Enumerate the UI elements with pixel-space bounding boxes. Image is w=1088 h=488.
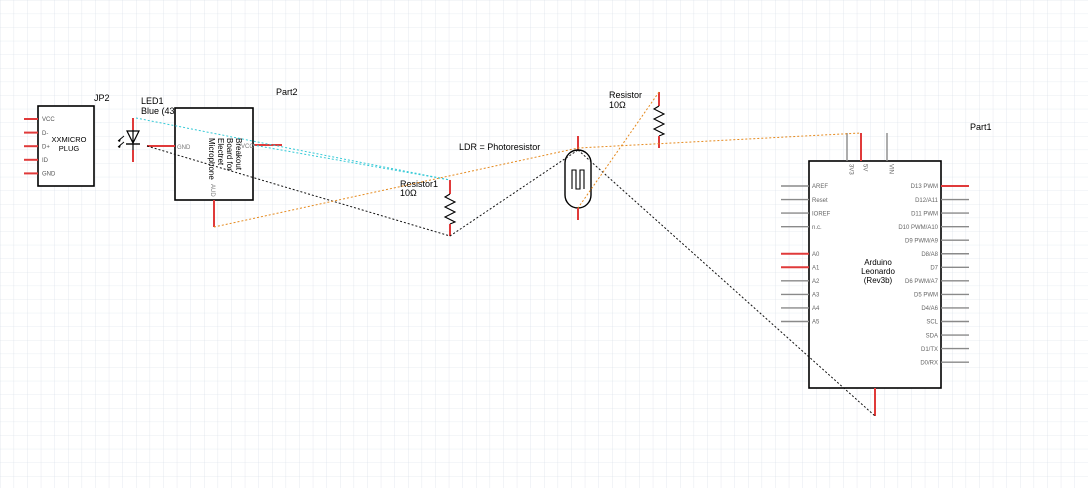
arduino-right-pin-label: D8/A8	[921, 252, 938, 258]
arduino-left-pin-label: n.c.	[812, 225, 822, 231]
arduino-right-pin-label: SCL	[926, 320, 938, 326]
resistor-top-component[interactable]: Resistor 10Ω	[609, 90, 666, 148]
jp2-pin-label: D-	[42, 131, 48, 137]
jp2-pin-label: GND	[42, 172, 56, 178]
part2-title-line1: Breakout	[234, 138, 243, 171]
wires	[135, 91, 876, 417]
part2-ref-label: Part2	[276, 87, 298, 97]
jp2-name-line2: PLUG	[59, 144, 80, 153]
led1-ref-label: LED1	[141, 96, 164, 106]
arduino-right-pin-label: D9 PWM/A9	[905, 238, 939, 244]
arduino-right-pin-label: D11 PWM	[911, 211, 938, 217]
part2-pin-gnd-label: GND	[177, 145, 191, 151]
arduino-left-pin-label: A5	[812, 320, 820, 326]
arduino-left-pin-label: A3	[812, 293, 820, 299]
wire-aud-5v-orange[interactable]	[213, 132, 862, 228]
arduino-ref-label: Part1	[970, 122, 992, 132]
arduino-top-pin-label: 3V3	[848, 164, 854, 175]
wire-vcc-resistor1-cyan[interactable]	[252, 144, 451, 181]
resistor1-component[interactable]: Resistor1 10Ω	[400, 179, 457, 236]
arduino-left-pin-label: Reset	[812, 198, 828, 204]
arduino-right-pin-label: D5 PWM	[914, 293, 938, 299]
arduino-right-pin-label: D0/RX	[920, 360, 938, 366]
photoresistor-icon	[571, 169, 585, 190]
arduino-left-pin-label: A0	[812, 252, 820, 258]
part2-component[interactable]: Part2 Breakout Board for Electret Microp…	[147, 87, 298, 227]
part2-body	[174, 107, 254, 201]
jp2-pin-label: D+	[42, 144, 50, 150]
arduino-right-pin-label: D4/A6	[921, 306, 938, 312]
wire-gnd-ldr-black[interactable]	[146, 145, 579, 237]
part2-pin-vcc-label: VCC	[241, 144, 254, 150]
resistor1-zigzag-icon	[443, 193, 457, 225]
arduino-right-pin-label: D10 PWM/A10	[898, 225, 938, 231]
led1-component[interactable]: LED1 Blue (430nm)	[117, 96, 195, 162]
jp2-component[interactable]: JP2 VCC D- D+ ID GND XXMICRO PLUG	[24, 93, 110, 187]
wire-ldr-arduino-gnd-black[interactable]	[577, 149, 876, 417]
arduino-left-pin-label: AREF	[812, 184, 828, 190]
arduino-left-pin-label: A2	[812, 279, 820, 285]
arduino-top-pin-label: VIN	[888, 164, 894, 174]
arduino-body	[808, 160, 942, 389]
resistor1-ref-label: Resistor1	[400, 179, 438, 189]
jp2-body	[37, 105, 95, 187]
arduino-left-pin-label: IOREF	[812, 211, 831, 217]
led-symbol-icon	[117, 118, 140, 162]
arduino-right-pin-label: D13 PWM	[911, 184, 938, 190]
arduino-top-pin-label: 5V	[862, 164, 868, 171]
wire-led-resistor1-cyan[interactable]	[135, 117, 451, 181]
part2-title-line4: Microphone	[207, 138, 216, 180]
arduino-title-line3: (Rev3b)	[864, 276, 893, 285]
arduino-right-pin-label: D1/TX	[921, 347, 938, 353]
part2-title: Breakout Board for Electret Microphone	[207, 138, 243, 180]
arduino-right-pin-label: SDA	[926, 333, 938, 339]
jp2-ref-label: JP2	[94, 93, 110, 103]
jp2-pin-label: VCC	[42, 117, 55, 123]
arduino-title-line1: Arduino	[864, 258, 892, 267]
resistor-top-zigzag-icon	[652, 105, 666, 137]
arduino-right-pin-label: D12/A11	[915, 198, 939, 204]
part2-title-line3: Electret	[216, 138, 225, 166]
jp2-name-line1: XXMICRO	[51, 135, 86, 144]
arduino-right-pin-label: D6 PWM/A7	[905, 279, 939, 285]
ldr-label: LDR = Photoresistor	[459, 142, 540, 152]
wire-resistor-ldr-orange[interactable]	[577, 91, 660, 209]
part2-title-line2: Board for	[225, 138, 234, 171]
arduino-left-pin-label: A4	[812, 306, 820, 312]
led1-desc-label: Blue (430nm)	[141, 106, 195, 116]
resistor-top-ref-label: Resistor	[609, 90, 642, 100]
arduino-left-pin-label: A1	[812, 266, 820, 272]
resistor1-value-label: 10Ω	[400, 188, 417, 198]
arduino-right-pin-label: D7	[930, 266, 938, 272]
jp2-pin-label: ID	[42, 158, 49, 164]
resistor-top-value-label: 10Ω	[609, 100, 626, 110]
arduino-title-line2: Leonardo	[861, 267, 895, 276]
part2-pin-aud-label: AUD	[209, 184, 215, 197]
